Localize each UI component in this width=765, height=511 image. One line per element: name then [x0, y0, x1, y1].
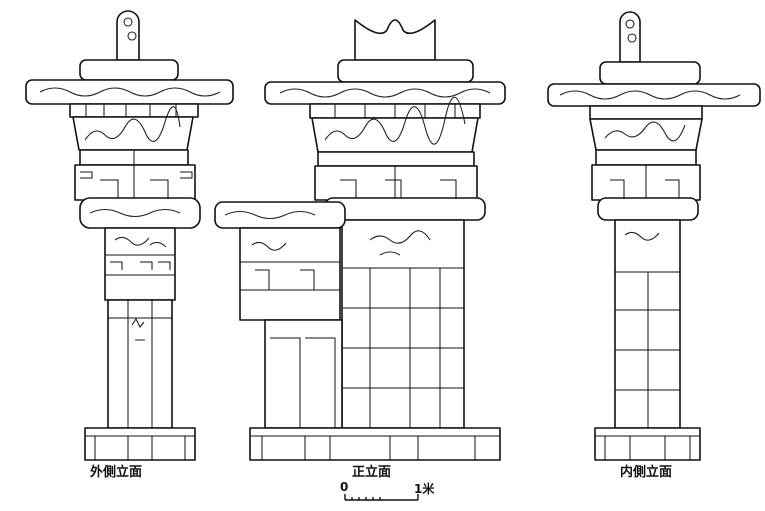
shaft	[341, 219, 465, 429]
label-front-elevation: 正立面	[352, 465, 392, 480]
outer-side-pillar	[25, 10, 234, 461]
base	[249, 427, 501, 461]
inner-side-pillar	[547, 11, 761, 461]
cushion	[79, 197, 201, 229]
scale-zero-label: 0	[340, 480, 349, 494]
label-outer-side-elevation: 外側立面	[90, 465, 143, 480]
bird-finial	[354, 19, 436, 61]
upper-cap	[79, 59, 179, 81]
scale-one-meter-label: 1米	[414, 482, 435, 496]
shaft	[107, 299, 173, 429]
annex-roof	[214, 201, 346, 229]
front-pillar	[214, 19, 506, 461]
label-inner-side-elevation: 内側立面	[620, 465, 673, 480]
roof-slab	[264, 81, 506, 105]
scale-bar	[344, 494, 419, 501]
base	[84, 427, 196, 461]
